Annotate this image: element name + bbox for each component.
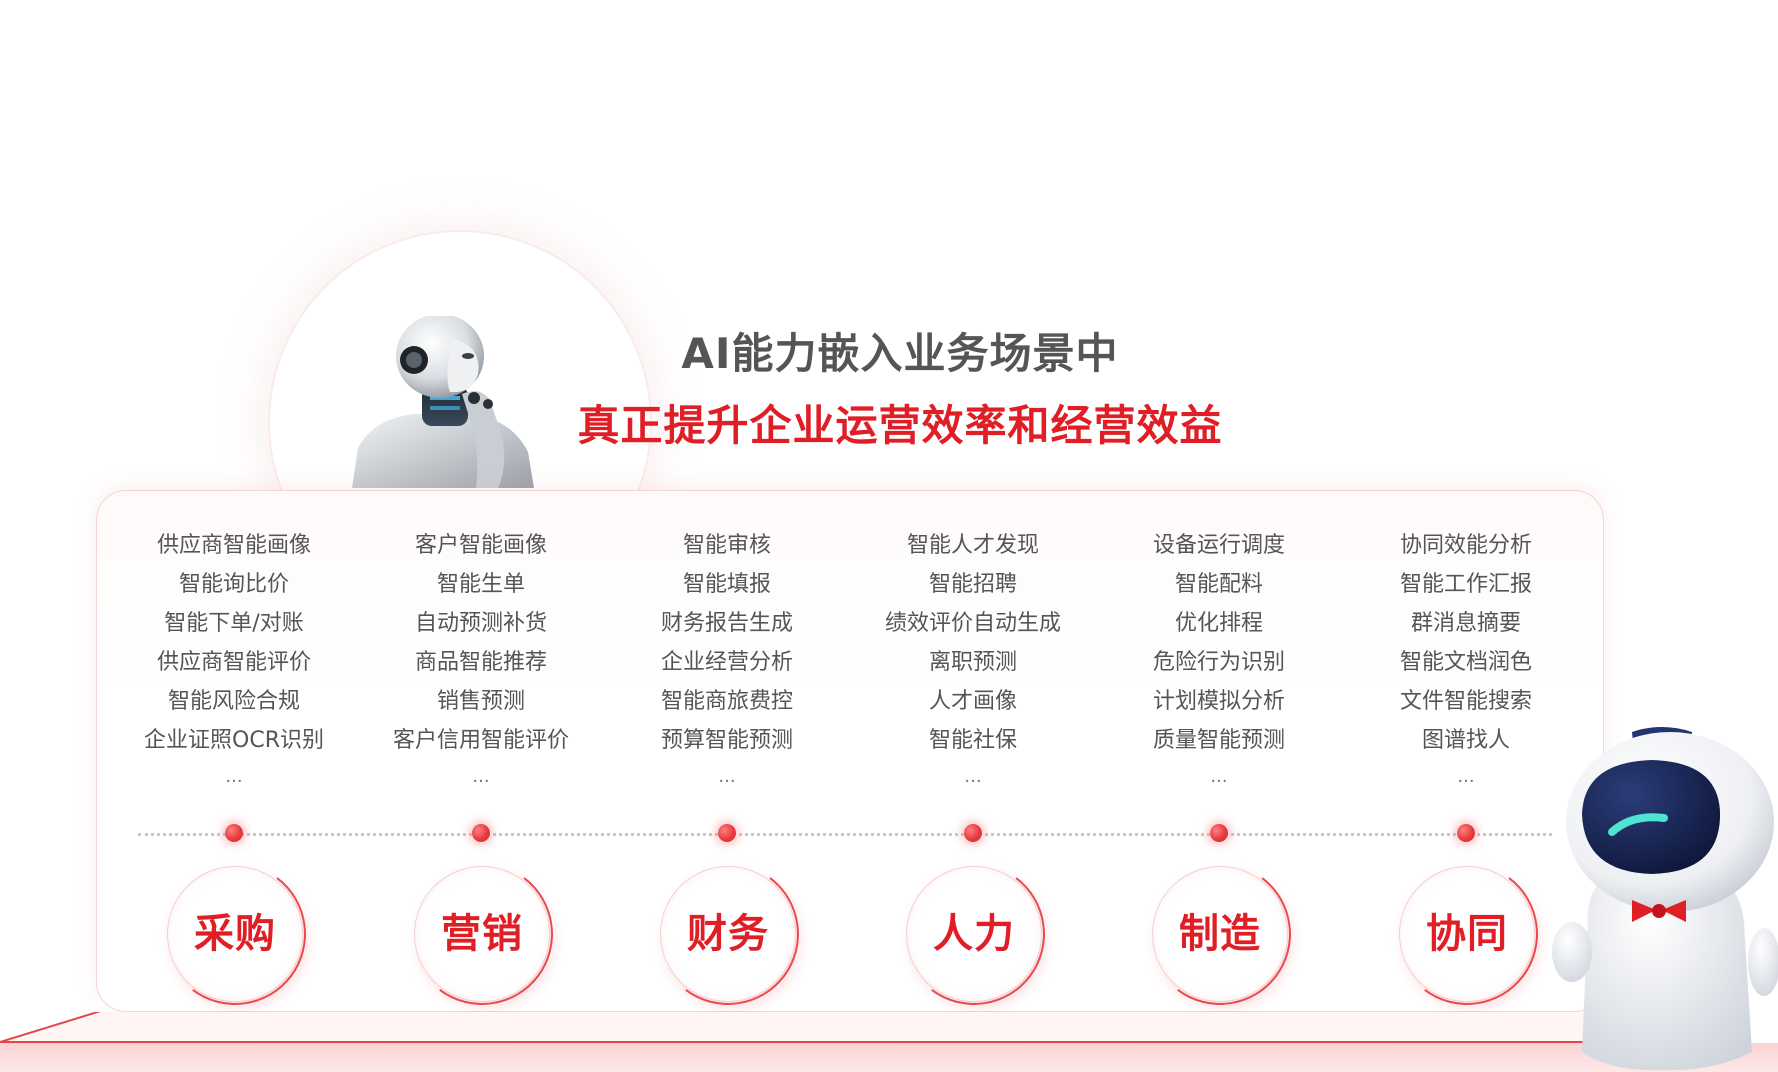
timeline-dot bbox=[1457, 824, 1475, 842]
list-more: ... bbox=[472, 766, 490, 787]
list-item: 客户信用智能评价 bbox=[392, 728, 569, 753]
list-item: 智能下单/对账 bbox=[164, 611, 304, 636]
category-manufacturing: 制造 bbox=[1152, 866, 1288, 1002]
list-item: 商品智能推荐 bbox=[414, 650, 547, 675]
category-label: 制造 bbox=[1179, 911, 1261, 957]
scenario-card bbox=[96, 490, 1604, 1012]
category-label: 营销 bbox=[441, 911, 523, 957]
list-item: 销售预测 bbox=[436, 689, 525, 714]
list-more: ... bbox=[964, 766, 982, 787]
list-item: 智能风险合规 bbox=[167, 689, 300, 714]
category-hr: 人力 bbox=[906, 866, 1042, 1002]
column-procurement: 供应商智能画像 智能询比价 智能下单/对账 供应商智能评价 智能风险合规 企业证… bbox=[114, 526, 354, 794]
list-item: 智能商旅费控 bbox=[660, 689, 793, 714]
list-item: 智能招聘 bbox=[928, 572, 1017, 597]
list-item: 质量智能预测 bbox=[1152, 728, 1285, 753]
list-item: 供应商智能画像 bbox=[156, 533, 311, 558]
list-item: 智能询比价 bbox=[178, 572, 289, 597]
list-item: 计划模拟分析 bbox=[1152, 689, 1285, 714]
list-item: 绩效评价自动生成 bbox=[884, 611, 1061, 636]
list-more: ... bbox=[718, 766, 736, 787]
list-item: 设备运行调度 bbox=[1152, 533, 1285, 558]
list-item: 智能审核 bbox=[682, 533, 771, 558]
category-finance: 财务 bbox=[660, 866, 796, 1002]
timeline-dot bbox=[718, 824, 736, 842]
list-item: 企业证照OCR识别 bbox=[144, 728, 324, 753]
category-label: 协同 bbox=[1426, 911, 1508, 957]
column-manufacturing: 设备运行调度 智能配料 优化排程 危险行为识别 计划模拟分析 质量智能预测 ..… bbox=[1099, 526, 1339, 794]
headline-title: AI能力嵌入业务场景中 bbox=[681, 329, 1119, 378]
list-item: 智能文档润色 bbox=[1399, 650, 1532, 675]
category-collaboration: 协同 bbox=[1399, 866, 1535, 1002]
list-item: 智能生单 bbox=[436, 572, 525, 597]
list-item: 企业经营分析 bbox=[660, 650, 793, 675]
column-collaboration: 协同效能分析 智能工作汇报 群消息摘要 智能文档润色 文件智能搜索 图谱找人 .… bbox=[1346, 526, 1586, 794]
headline: AI能力嵌入业务场景中 真正提升企业运营效率和经营效益 bbox=[560, 328, 1240, 452]
category-label: 人力 bbox=[933, 911, 1015, 957]
category-label: 采购 bbox=[194, 911, 276, 957]
column-finance: 智能审核 智能填报 财务报告生成 企业经营分析 智能商旅费控 预算智能预测 ..… bbox=[607, 526, 847, 794]
category-label: 财务 bbox=[687, 911, 769, 957]
list-item: 优化排程 bbox=[1174, 611, 1263, 636]
stage-platform bbox=[0, 1012, 1778, 1072]
list-item: 协同效能分析 bbox=[1399, 533, 1532, 558]
humanoid-robot-icon bbox=[352, 316, 534, 488]
list-item: 危险行为识别 bbox=[1152, 650, 1285, 675]
list-item: 文件智能搜索 bbox=[1399, 689, 1532, 714]
timeline-dot bbox=[1210, 824, 1228, 842]
list-item: 智能配料 bbox=[1174, 572, 1263, 597]
list-item: 群消息摘要 bbox=[1410, 611, 1521, 636]
list-item: 客户智能画像 bbox=[414, 533, 547, 558]
category-procurement: 采购 bbox=[167, 866, 303, 1002]
column-hr: 智能人才发现 智能招聘 绩效评价自动生成 离职预测 人才画像 智能社保 ... bbox=[853, 526, 1093, 794]
list-item: 智能填报 bbox=[682, 572, 771, 597]
list-more: ... bbox=[1210, 766, 1228, 787]
list-item: 智能工作汇报 bbox=[1399, 572, 1532, 597]
list-item: 智能人才发现 bbox=[906, 533, 1039, 558]
headline-subtitle: 真正提升企业运营效率和经营效益 bbox=[577, 401, 1223, 450]
list-item: 供应商智能评价 bbox=[156, 650, 311, 675]
timeline-dot bbox=[472, 824, 490, 842]
timeline-divider bbox=[138, 833, 1552, 836]
timeline-dot bbox=[964, 824, 982, 842]
mascot-robot-icon bbox=[1552, 727, 1778, 1071]
list-item: 离职预测 bbox=[928, 650, 1017, 675]
list-more: ... bbox=[1457, 766, 1475, 787]
list-item: 自动预测补货 bbox=[414, 611, 547, 636]
list-more: ... bbox=[225, 766, 243, 787]
list-item: 预算智能预测 bbox=[660, 728, 793, 753]
column-marketing: 客户智能画像 智能生单 自动预测补货 商品智能推荐 销售预测 客户信用智能评价 … bbox=[361, 526, 601, 794]
timeline-dot bbox=[225, 824, 243, 842]
category-marketing: 营销 bbox=[414, 866, 550, 1002]
list-item: 智能社保 bbox=[928, 728, 1017, 753]
list-item: 人才画像 bbox=[928, 689, 1017, 714]
list-item: 图谱找人 bbox=[1421, 728, 1510, 753]
list-item: 财务报告生成 bbox=[660, 611, 793, 636]
